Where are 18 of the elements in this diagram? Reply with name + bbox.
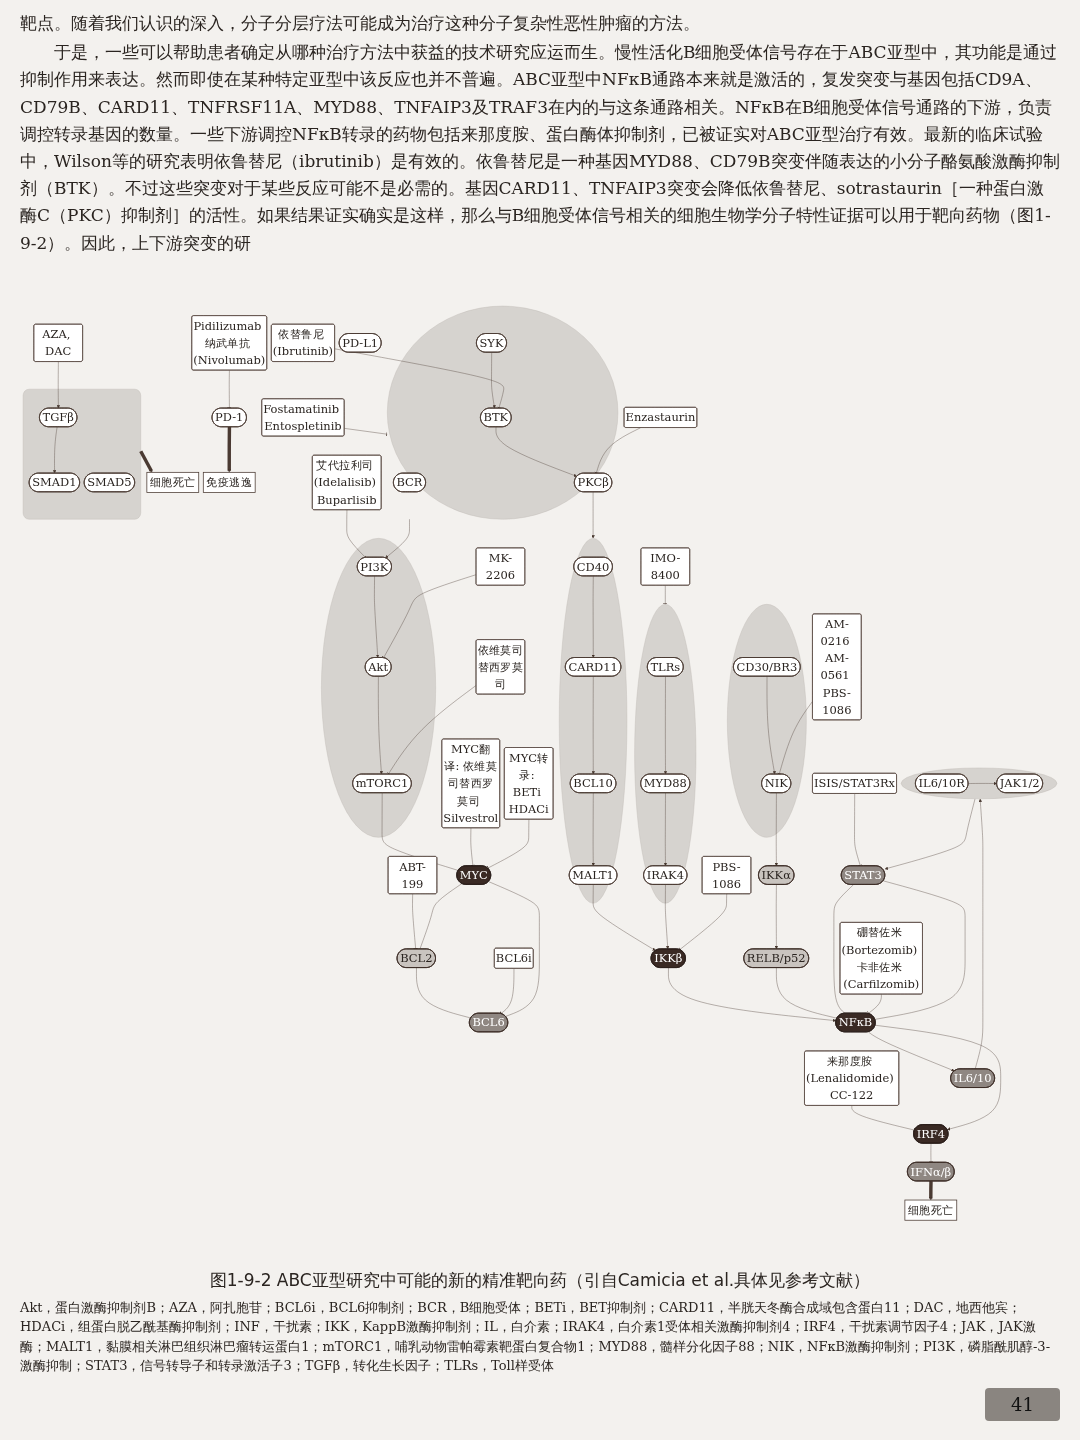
connector: [833, 883, 854, 1014]
figure-caption: 图1-9-2 ABC亚型研究中可能的新的精准靶向药（引自Camicia et al.具体见参考文献）: [208, 1268, 872, 1292]
cluster: [900, 767, 1058, 799]
connector: [776, 967, 838, 1018]
cluster: [22, 388, 141, 519]
connector: [416, 967, 471, 1018]
arrow: [227, 426, 232, 472]
node-box: 细胞死亡: [146, 471, 200, 493]
node-box: 细胞死亡: [904, 1199, 958, 1221]
arrow: [139, 449, 153, 472]
node-box: 免疫逃逸: [202, 471, 256, 493]
body-paragraph: 于是，一些可以帮助患者确定从哪种治疗方法中获益的技术研究应运而生。慢性活化B细胞受体信号存在于ABC亚型中，其功能是通过抑制作用来表达。然而即使在某种特定亚型中该反应也并不普遍。ABC亚型中NFκB通路本来就是激活的，复发突变与基因包括CD9A、CD79B、CARD11、TNFRSF11A、MYD88、TNFAIP3及TRAF3在内的与这条通路相关。NFκB在B细胞受体信号通路的下游，负责调控转录基因的数量。一些下游调控NFκB转录的药物包括来那度胺、蛋白酶体抑制剂，已被证实对ABC亚型治疗有效。最新的临床试验中，Wilson等的研究表明依鲁替尼（ibrutinib）是有效的。依鲁替尼是一种基因MYD88、CD79B突变伴随表达的小分子酪氨酸激酶抑制剂（BTK）。不过这些突变对于某些反应可能不是必需的。基因CARD11、TNFAIP3突变会降低依鲁替尼、sotrastaurin［一种蛋白激酶C（PKC）抑制剂］的活性。如果结果证实确实是这样，那么与B细胞受体信号相关的细胞生物学分子特性证据可以用于靶向药物（图1-9-2）。因此，上下游突变的研: [20, 41, 1060, 255]
arrow: [929, 1180, 933, 1200]
page-number: 41: [985, 1387, 1060, 1421]
connector: [874, 880, 966, 1020]
body-paragraph: 靶点。随着我们认识的深入，分子分层疗法可能成为治疗这种分子复杂性恶性肿瘤的方法。: [20, 12, 701, 35]
abbreviation-note: Akt，蛋白激酶抑制剂B；AZA，阿扎胞苷；BCL6i，BCL6抑制剂；BCR，B细胞受体；BETi，BET抑制剂；CARD11，半胱天冬酶合成域包含蛋白11；DAC，地西他宾；HDACi，组蛋白脱乙酰基酶抑制剂；INF，干扰素；IKK，KappB激酶抑制剂；IL，白介素；IRAK4，白介素1受体相关激酶抑制剂4；IRF4，干扰素调节因子4；JAK，JAK激酶；MALT1，黏膜相关淋巴组织淋巴瘤转运蛋白1；mTORC1，哺乳动物雷帕霉素靶蛋白复合物1；MYD88，髓样分化因子88；NIK，NFκB激酶抑制剂；PI3K，磷脂酰肌醇-3-激酶抑制；STAT3，信号转导子和转录激活子3；TGFβ，转化生长因子；TLRs，Toll样受体: [20, 1298, 1052, 1376]
connector: [419, 882, 463, 949]
